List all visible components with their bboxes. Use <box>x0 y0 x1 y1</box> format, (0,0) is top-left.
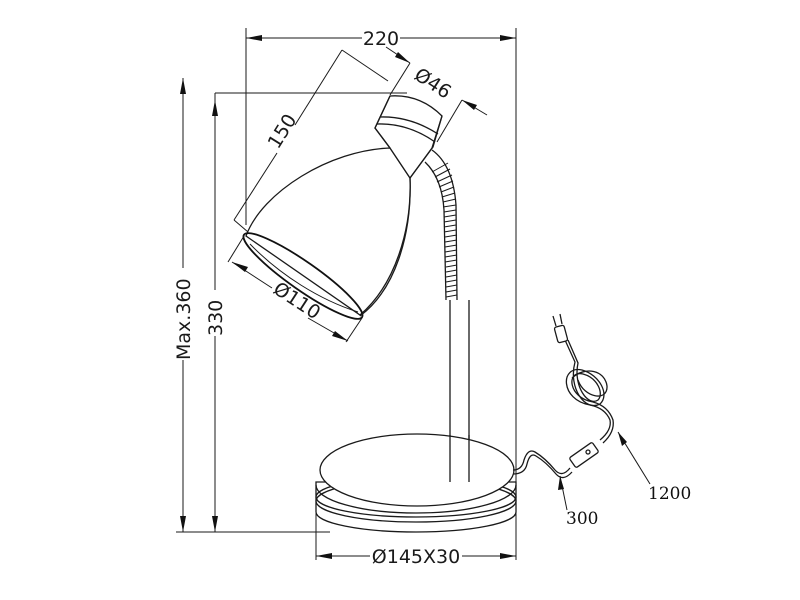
cable-switch-label: 300 <box>566 509 598 529</box>
max-height-label: Max.360 <box>173 278 195 360</box>
height-dimension: 330 <box>205 92 407 532</box>
lamp-shade <box>242 147 411 320</box>
base-label: Ø145X30 <box>372 546 460 568</box>
inline-switch <box>569 442 599 468</box>
width-dimension: 220 <box>245 28 517 538</box>
plug <box>552 313 569 344</box>
head-diameter-label: Ø46 <box>410 64 455 104</box>
shade-length-label: 150 <box>264 110 302 152</box>
width-label: 220 <box>363 28 399 50</box>
gooseneck-arm <box>424 149 458 301</box>
lamp-head-collar <box>374 95 443 180</box>
base-dimension: Ø145X30 <box>315 505 517 568</box>
power-cable <box>512 339 614 479</box>
cable-total-label: 1200 <box>648 484 691 504</box>
cable-switch-dimension: 300 <box>558 475 598 529</box>
cable-total-dimension: 1200 <box>617 431 691 504</box>
max-height-dimension: Max.360 <box>173 78 195 532</box>
height-label: 330 <box>205 300 227 336</box>
lamp-base <box>315 433 517 533</box>
